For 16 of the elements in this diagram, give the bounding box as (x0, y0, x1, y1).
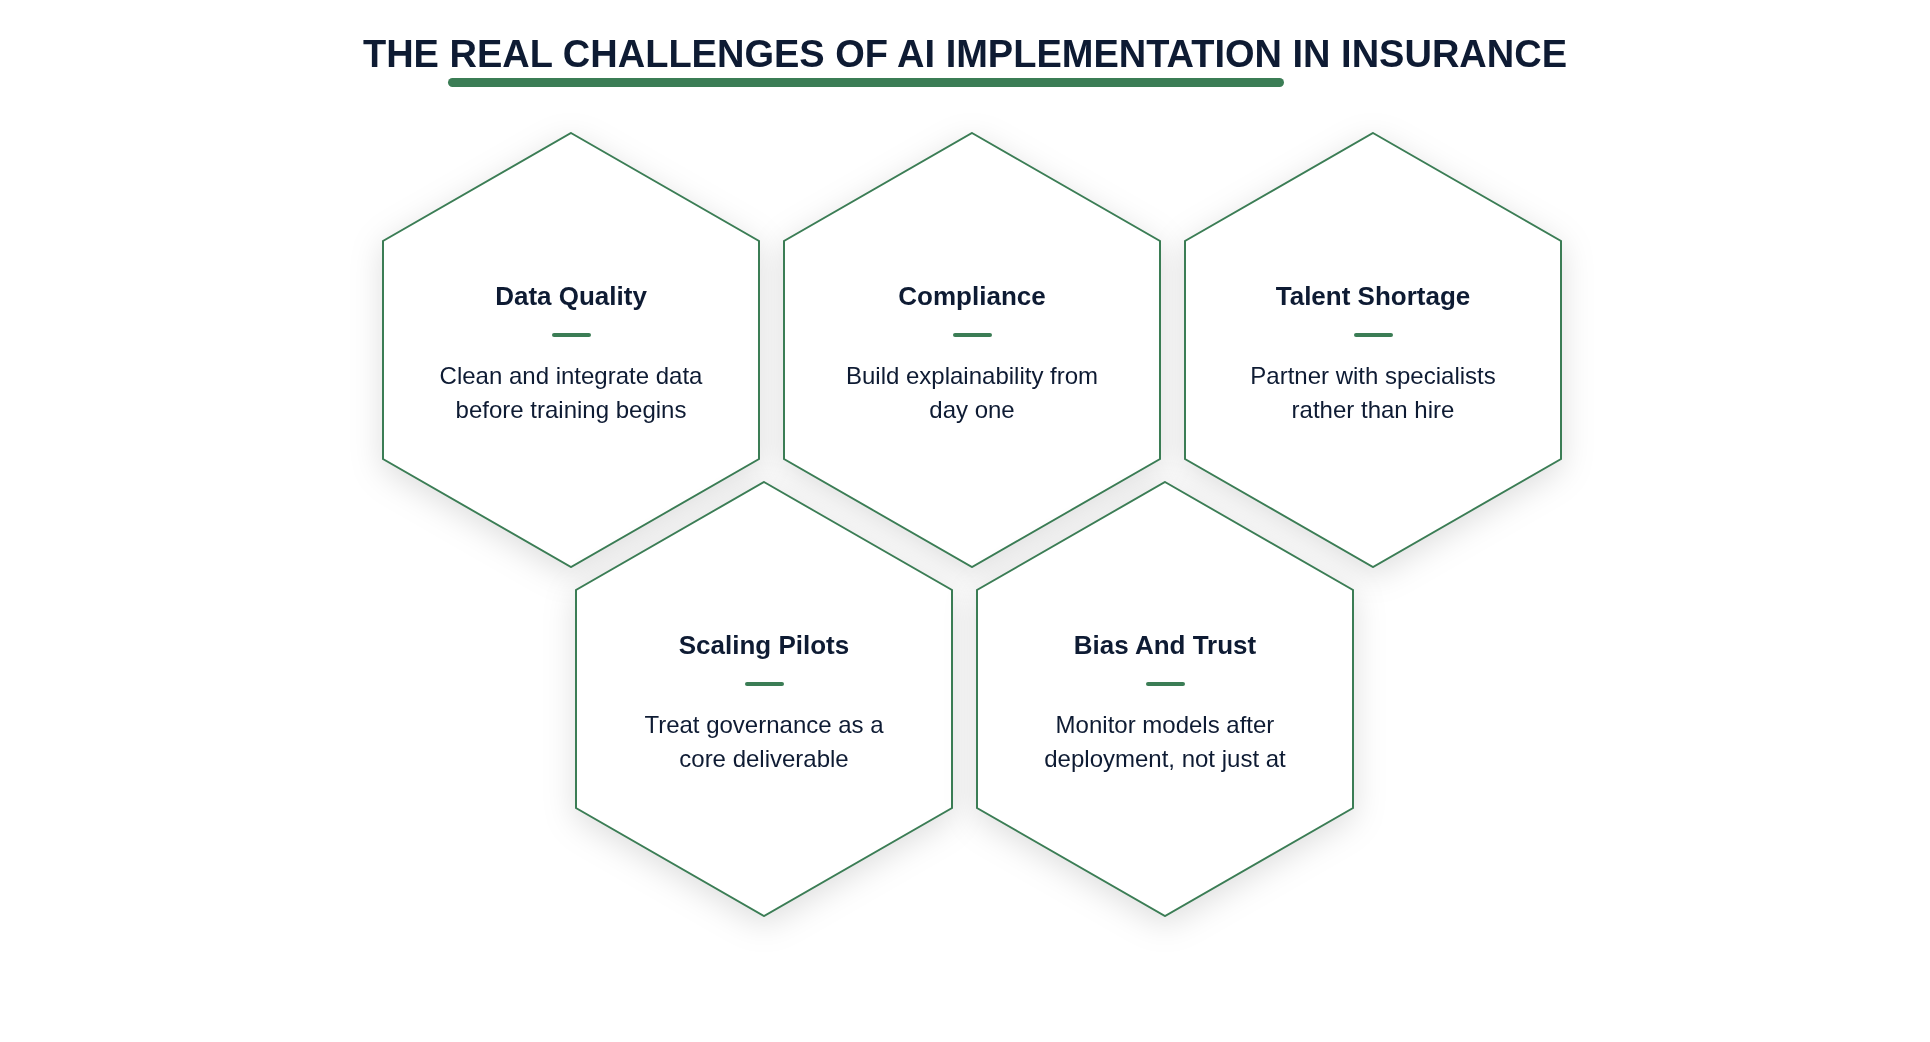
title: THE REAL CHALLENGES OF AI IMPLEMENTATION IN INSURANCE (362, 32, 1568, 76)
hexagon (382, 132, 760, 568)
hexagon-heading: Scaling Pilots (678, 629, 850, 662)
hexagon (976, 481, 1354, 917)
hexagon (783, 132, 1161, 568)
hexagon-heading: Talent Shortage (1275, 280, 1471, 313)
hexagon-heading: Data Quality (495, 280, 647, 313)
hexagon-description: Clean and integrate data before training begins (438, 361, 704, 425)
hexagon-description: Treat governance as a core deliverable (643, 710, 885, 774)
hexagon-description: Build explainability from day one (844, 361, 1100, 425)
hexagon (575, 481, 953, 917)
hexagon-heading: Bias And Trust (1073, 629, 1257, 662)
hexagon-heading: Compliance (898, 280, 1046, 313)
hexagon-description: Monitor models after deployment, not just at (1043, 710, 1287, 774)
hexagon-description: Partner with specialists rather than hire (1249, 361, 1497, 425)
hexagon (1184, 132, 1562, 568)
